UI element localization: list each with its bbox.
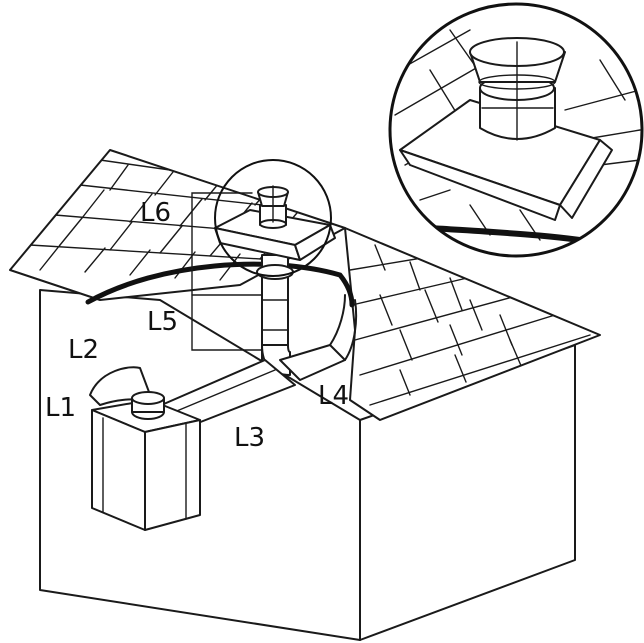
roofline-curve — [85, 261, 355, 308]
label-l6: L6 — [140, 198, 171, 228]
label-l1: L1 — [45, 393, 76, 423]
zoom-detail — [388, 2, 644, 258]
label-l4: L4 — [318, 381, 349, 411]
detail-circle — [214, 159, 332, 277]
roof-right — [344, 227, 601, 421]
label-l3: L3 — [234, 423, 265, 453]
vertical-vent-pipe — [256, 254, 294, 376]
appliance — [91, 391, 201, 531]
dimension-lines — [191, 192, 263, 351]
label-l2: L2 — [68, 335, 99, 365]
side-vent-pipe — [279, 294, 358, 381]
vent-cap — [257, 185, 289, 229]
label-l5: L5 — [147, 307, 178, 337]
